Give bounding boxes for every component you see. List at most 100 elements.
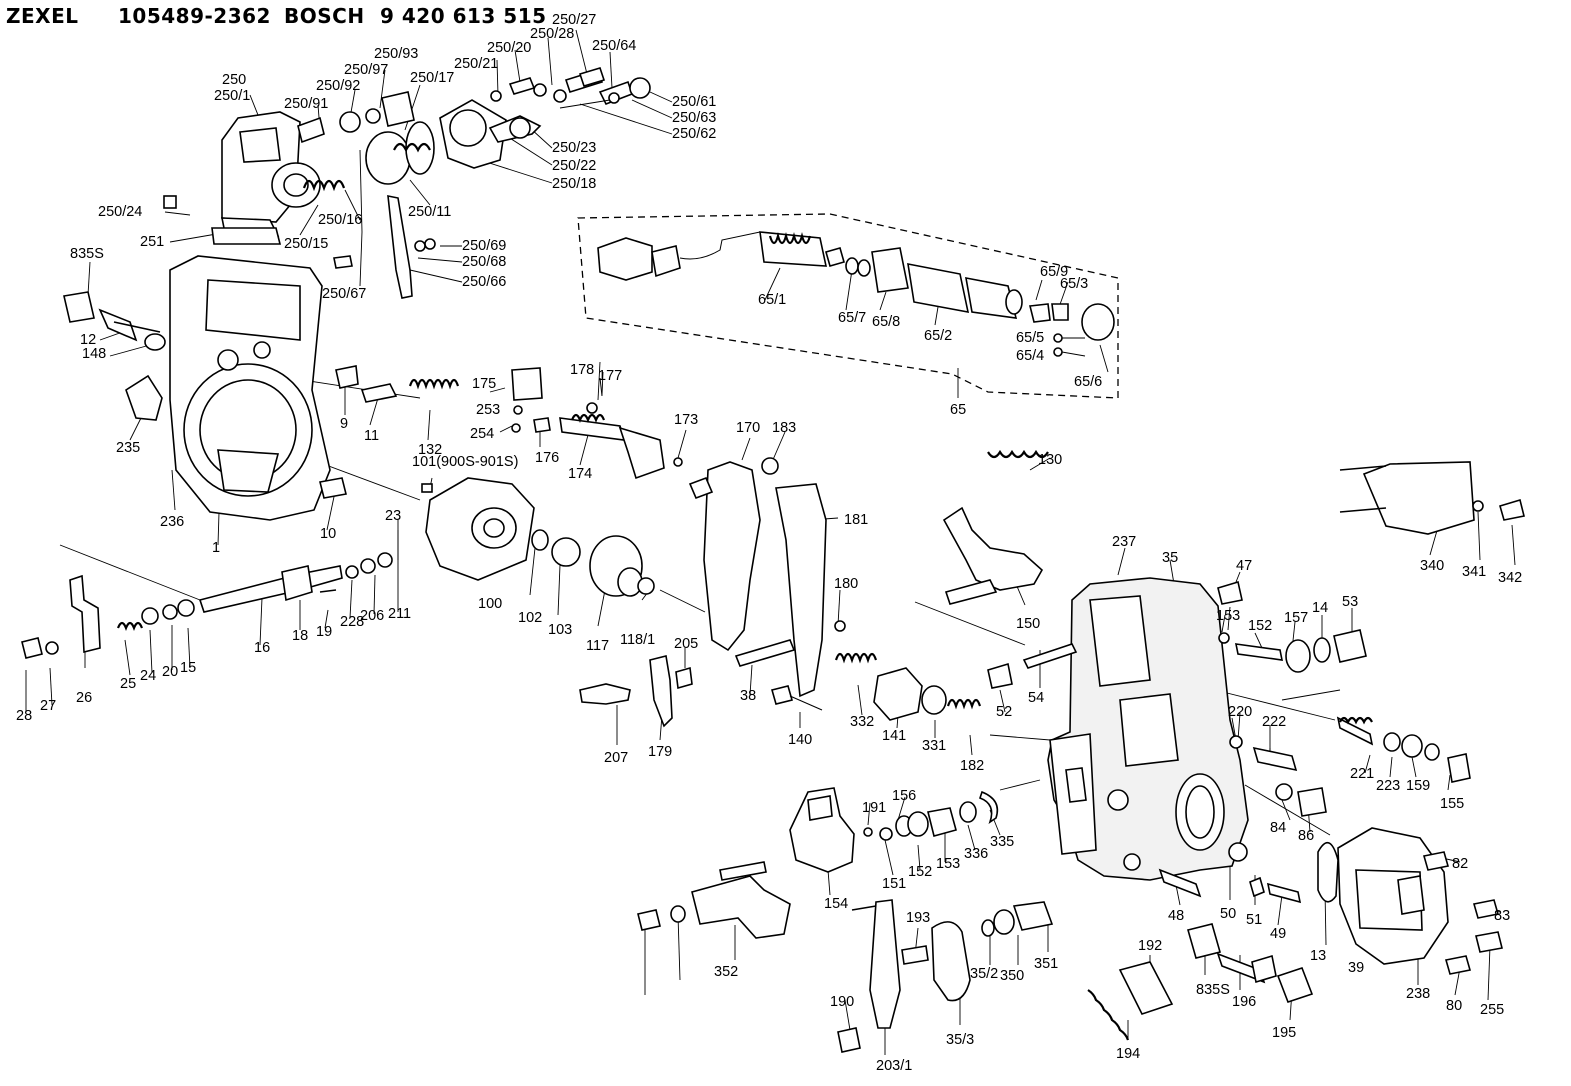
callout-65-4: 65/4 xyxy=(1016,348,1044,364)
callout-250-1: 250/1 xyxy=(214,88,250,104)
callout-250-18: 250/18 xyxy=(552,176,596,192)
callout-65-1: 65/1 xyxy=(758,292,786,308)
callout-156: 156 xyxy=(892,788,916,804)
callout-206: 206 xyxy=(360,608,384,624)
callout-250-17: 250/17 xyxy=(410,70,454,86)
callout-250: 250 xyxy=(222,72,246,88)
callout-253: 253 xyxy=(476,402,500,418)
callout-65-6: 65/6 xyxy=(1074,374,1102,390)
callout-178: 178 xyxy=(570,362,594,378)
callout-222: 222 xyxy=(1262,714,1286,730)
callout-205: 205 xyxy=(674,636,698,652)
callout-151: 151 xyxy=(882,876,906,892)
callout-159: 159 xyxy=(1406,778,1430,794)
callout-332: 332 xyxy=(850,714,874,730)
callout-82: 82 xyxy=(1452,856,1468,872)
callout-250-63: 250/63 xyxy=(672,110,716,126)
callout-195: 195 xyxy=(1272,1025,1296,1041)
callout-207: 207 xyxy=(604,750,628,766)
callout-835S: 835S xyxy=(70,246,104,262)
callout-251: 251 xyxy=(140,234,164,250)
callout-26: 26 xyxy=(76,690,92,706)
callout-150: 150 xyxy=(1016,616,1040,632)
callout-65-3: 65/3 xyxy=(1060,276,1088,292)
callout-35-3: 35/3 xyxy=(946,1032,974,1048)
callout-48: 48 xyxy=(1168,908,1184,924)
callout-35-2: 35/2 xyxy=(970,966,998,982)
callout-237: 237 xyxy=(1112,534,1136,550)
callout-196: 196 xyxy=(1232,994,1256,1010)
callout-350: 350 xyxy=(1000,968,1024,984)
callout-179: 179 xyxy=(648,744,672,760)
callout-23: 23 xyxy=(385,508,401,524)
callout-250-11: 250/11 xyxy=(408,204,451,220)
callout-191: 191 xyxy=(862,800,886,816)
callout-250-92: 250/92 xyxy=(316,78,360,94)
callout-labels: 250/27250/28250/64250/20250/93250/21250/… xyxy=(16,12,1522,1074)
callout-254: 254 xyxy=(470,426,494,442)
callout-173: 173 xyxy=(674,412,698,428)
callout-24: 24 xyxy=(140,668,156,684)
callout-235: 235 xyxy=(116,440,140,456)
callout-250-23: 250/23 xyxy=(552,140,596,156)
callout-83: 83 xyxy=(1494,908,1510,924)
header-brand-zexel: ZEXEL xyxy=(6,4,79,28)
callout-221: 221 xyxy=(1350,766,1374,782)
callout-352: 352 xyxy=(714,964,738,980)
callout-132: 132 xyxy=(418,442,442,458)
callout-170: 170 xyxy=(736,420,760,436)
callout-28: 28 xyxy=(16,708,32,724)
callout-250-66: 250/66 xyxy=(462,274,506,290)
callout-250-24: 250/24 xyxy=(98,204,142,220)
callout-19: 19 xyxy=(316,624,332,640)
callout-52: 52 xyxy=(996,704,1012,720)
callout-102: 102 xyxy=(518,610,542,626)
callout-51: 51 xyxy=(1246,912,1262,928)
callout-10: 10 xyxy=(320,526,336,542)
callout-250-27: 250/27 xyxy=(552,12,596,28)
callout-250-28: 250/28 xyxy=(530,26,574,42)
callout-153: 153 xyxy=(936,856,960,872)
callout-250-69: 250/69 xyxy=(462,238,506,254)
callout-194: 194 xyxy=(1116,1046,1140,1062)
callout-250-62: 250/62 xyxy=(672,126,716,142)
callout-220: 220 xyxy=(1228,704,1252,720)
callout-250-64: 250/64 xyxy=(592,38,636,54)
callout-86: 86 xyxy=(1298,828,1314,844)
callout-140: 140 xyxy=(788,732,812,748)
callout-335: 335 xyxy=(990,834,1014,850)
callout-38: 38 xyxy=(740,688,756,704)
callout-18: 18 xyxy=(292,628,308,644)
callout-20: 20 xyxy=(162,664,178,680)
callout-12: 12 xyxy=(80,332,96,348)
callout-130: 130 xyxy=(1038,452,1062,468)
callout-250-97: 250/97 xyxy=(344,62,388,78)
callout-117: 117 xyxy=(586,638,609,654)
callout-250-16: 250/16 xyxy=(318,212,362,228)
callout-250-93: 250/93 xyxy=(374,46,418,62)
callout-177: 177 xyxy=(598,368,622,384)
callout-80: 80 xyxy=(1446,998,1462,1014)
callout-351: 351 xyxy=(1034,956,1058,972)
callout-250-67: 250/67 xyxy=(322,286,366,302)
callout-223: 223 xyxy=(1376,778,1400,794)
callout-192: 192 xyxy=(1138,938,1162,954)
callout-65-9: 65/9 xyxy=(1040,264,1068,280)
callout-211: 211 xyxy=(388,606,411,622)
callout-180: 180 xyxy=(834,576,858,592)
callout-103: 103 xyxy=(548,622,572,638)
callout-250-91: 250/91 xyxy=(284,96,328,112)
callout-193: 193 xyxy=(906,910,930,926)
callout-11: 11 xyxy=(364,428,379,444)
callout-255: 255 xyxy=(1480,1002,1504,1018)
callout-39: 39 xyxy=(1348,960,1364,976)
callout-50: 50 xyxy=(1220,906,1236,922)
callout-35: 35 xyxy=(1162,550,1178,566)
assembly-65-dashed-boundary xyxy=(577,213,1119,399)
callout-101-900S-901S-: 101(900S-901S) xyxy=(412,454,518,470)
callout-53: 53 xyxy=(1342,594,1358,610)
callout-176: 176 xyxy=(535,450,559,466)
callout-152: 152 xyxy=(908,864,932,880)
callout-250-61: 250/61 xyxy=(672,94,716,110)
